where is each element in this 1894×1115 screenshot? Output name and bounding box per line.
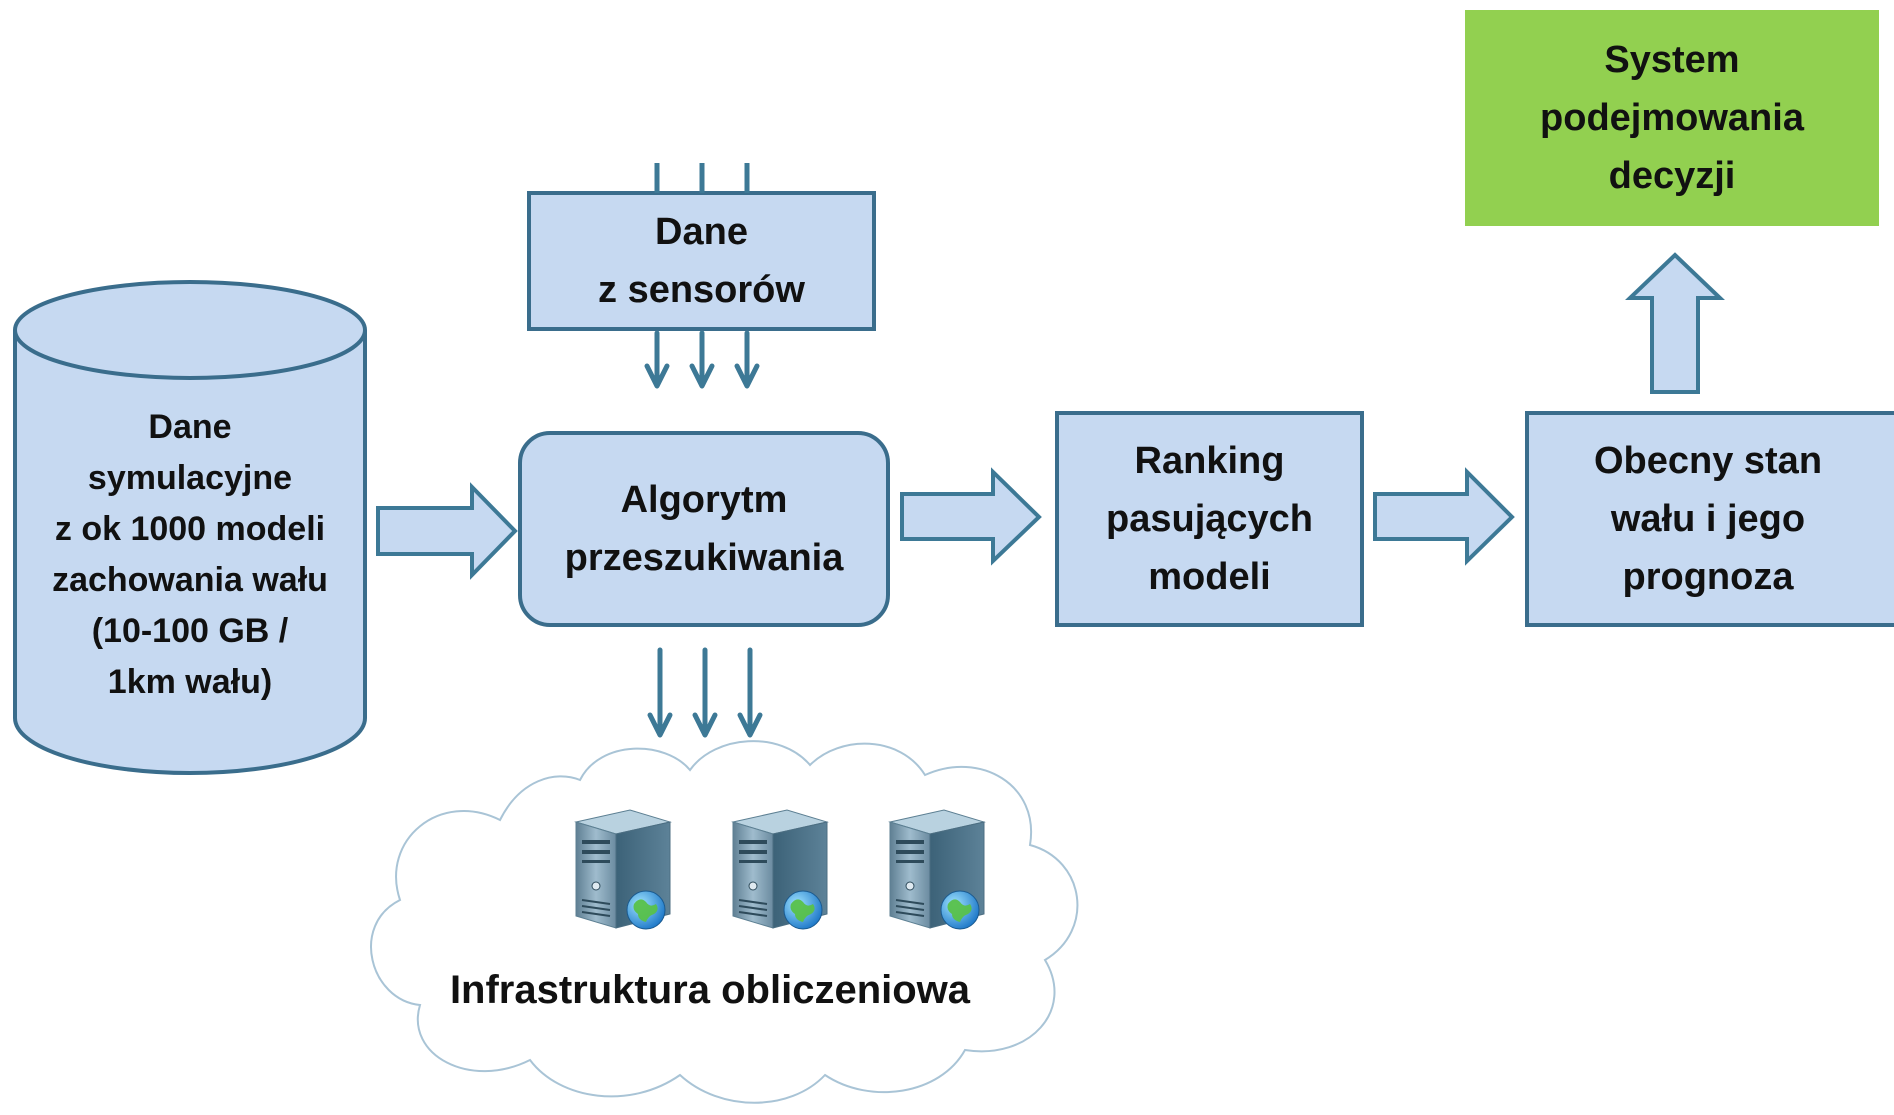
database-to-algorithm-arrow: [376, 482, 518, 580]
sensor-input-lines: [654, 163, 750, 193]
decision-system-label: System podejmowania decyzji: [1540, 39, 1804, 197]
infrastructure-label: Infrastruktura obliczeniowa: [449, 967, 971, 1012]
ranking-label: Ranking pasujących modeli: [1106, 440, 1313, 598]
server-globe-icon: [575, 809, 671, 930]
server-globe-icon: [889, 809, 985, 930]
current-state-label: Obecny stan wału i jego prognoza: [1593, 440, 1823, 598]
algorithm-to-infrastructure-arrows: [647, 647, 763, 738]
ranking-to-state-arrow: [1373, 467, 1515, 566]
sensor-data-box: [527, 191, 876, 331]
sensor-data-label: Dane z sensorów: [598, 211, 805, 311]
search-algorithm-label: Algorytm przeszukiwania: [564, 479, 844, 579]
current-state-box: [1525, 411, 1894, 627]
simulation-db-label: Dane symulacyjne z ok 1000 modeli zachow…: [52, 408, 328, 701]
simulation-database-cylinder: [13, 280, 367, 775]
search-algorithm-box: [518, 431, 890, 627]
state-to-decision-arrow: [1625, 252, 1725, 394]
sensor-to-algorithm-arrows: [644, 330, 760, 389]
algorithm-to-ranking-arrow: [900, 467, 1042, 566]
decision-system-box: [1465, 10, 1879, 226]
server-globe-icon: [732, 809, 828, 930]
ranking-box: [1055, 411, 1364, 627]
